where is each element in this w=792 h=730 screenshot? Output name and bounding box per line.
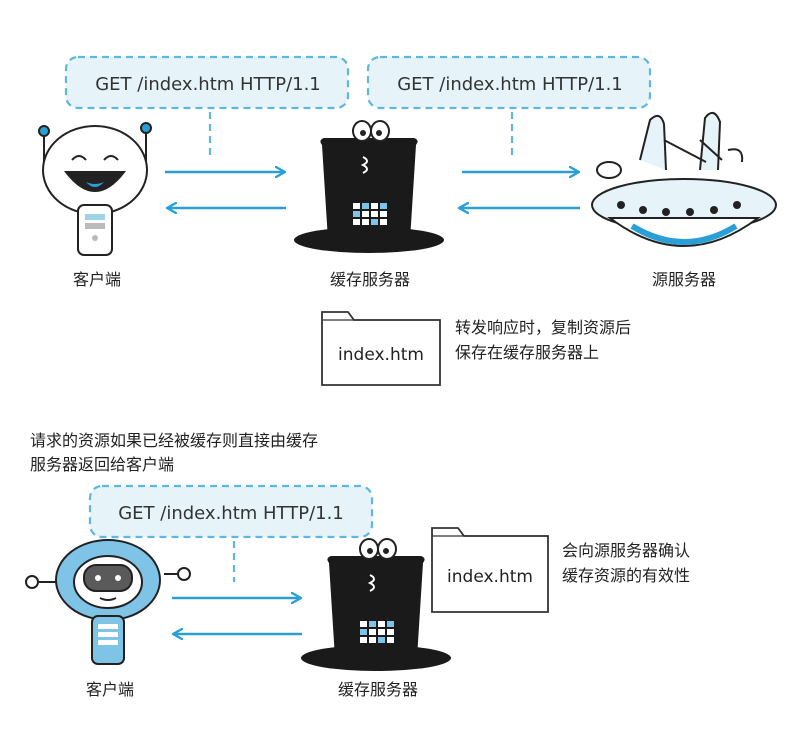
- cached-file-icon-bottom: index.htm: [431, 527, 549, 613]
- note-line-bottom-2: 缓存资源的有效性: [562, 566, 690, 585]
- request-bubble-right: GET /index.htm HTTP/1.1: [366, 55, 652, 160]
- request-bubble-bottom: GET /index.htm HTTP/1.1: [88, 484, 374, 582]
- file-label: index.htm: [338, 345, 424, 365]
- caption-line-2: 服务器返回给客户端: [30, 455, 174, 474]
- cache-server-label-bottom: 缓存服务器: [338, 680, 418, 699]
- cache-server-hat-icon-bottom: [301, 538, 451, 671]
- file-label-bottom: index.htm: [447, 567, 533, 587]
- client-robot-icon-bottom: [25, 539, 191, 665]
- note-line-2: 保存在缓存服务器上: [455, 343, 599, 362]
- origin-server-label: 源服务器: [652, 270, 716, 289]
- client-label-bottom: 客户端: [86, 680, 134, 699]
- request-bubble-bottom-text: GET /index.htm HTTP/1.1: [118, 503, 344, 524]
- client-label: 客户端: [73, 270, 121, 289]
- request-bubble-right-text: GET /index.htm HTTP/1.1: [397, 74, 623, 95]
- caption-line-1: 请求的资源如果已经被缓存则直接由缓存: [30, 431, 318, 450]
- request-bubble-left: GET /index.htm HTTP/1.1: [64, 55, 350, 160]
- note-line-1: 转发响应时，复制资源后: [455, 318, 631, 337]
- origin-server-ufo-icon: [591, 111, 777, 247]
- client-robot-icon: [38, 122, 152, 256]
- request-bubble-left-text: GET /index.htm HTTP/1.1: [95, 74, 321, 95]
- cache-server-hat-icon: [294, 120, 444, 253]
- note-line-bottom-1: 会向源服务器确认: [562, 541, 690, 560]
- cache-server-label: 缓存服务器: [330, 270, 410, 289]
- cached-file-icon: index.htm: [321, 311, 441, 386]
